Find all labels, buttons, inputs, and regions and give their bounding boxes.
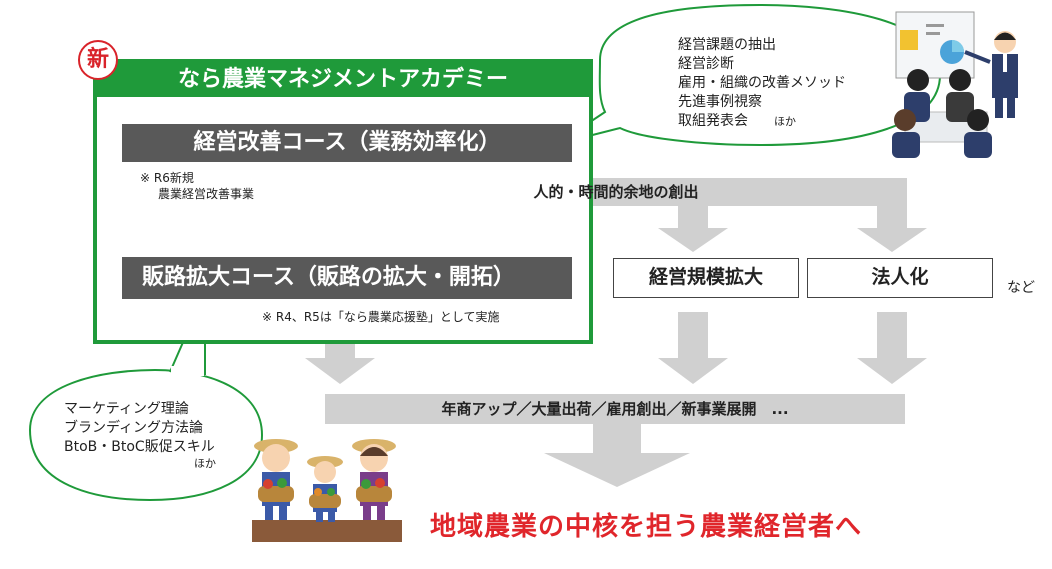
bubble-top-item: 雇用・組織の改善メソッド	[678, 75, 846, 91]
box-scale-expansion: 経営規模拡大	[613, 258, 799, 298]
bubble-top-item: 先進事例視察	[678, 94, 762, 110]
bottom-bar-shape	[325, 394, 905, 424]
final-goal: 地域農業の中核を担う農業経営者へ	[430, 512, 863, 542]
bubble-top-item: 経営診断	[678, 56, 734, 72]
bubble-left-shape	[28, 368, 264, 502]
course-management-improvement: 経営改善コース（業務効率化）	[122, 124, 572, 162]
box-incorporation: 法人化	[807, 258, 993, 298]
arrow-down-scale	[658, 206, 728, 252]
farmers-illustration	[252, 439, 402, 542]
arrow-down-corp	[857, 206, 927, 252]
etc-label: など	[1007, 280, 1035, 296]
note-r6-line1: ※ R6新規	[140, 171, 194, 185]
bubble-left-suffix: ほか	[194, 457, 216, 470]
bubble-left-item: ブランディング方法論	[64, 420, 204, 436]
bubble-left-item: BtoB・BtoC販促スキル	[64, 439, 215, 455]
bubble-left-text: マーケティング理論 ブランディング方法論 BtoB・BtoC販促スキル ほか	[64, 400, 216, 471]
bubble-top-suffix: ほか	[774, 115, 796, 128]
arrow-from-corp	[857, 312, 927, 384]
arrow-to-final	[544, 424, 690, 487]
note-r4r5: ※ R4、R5は「なら農業応援塾」として実施	[262, 310, 500, 324]
note-r6-line2: 農業経営改善事業	[158, 187, 255, 201]
academy-title: なら農業マネジメントアカデミー	[97, 63, 589, 97]
bubble-top-item: 経営課題の抽出	[678, 37, 776, 53]
arrow-from-scale	[658, 312, 728, 384]
note-r6: ※ R6新規 農業経営改善事業	[140, 170, 254, 202]
bubble-top-item: 取組発表会	[678, 113, 748, 129]
arrow-from-sales	[305, 334, 375, 384]
meeting-illustration	[892, 11, 1018, 158]
bubble-left-item: マーケティング理論	[64, 401, 189, 417]
bar-outcomes: 年商アップ／大量出荷／雇用創出／新事業展開 ...	[441, 400, 789, 418]
course-sales-expansion: 販路拡大コース（販路の拡大・開拓）	[122, 257, 572, 299]
bubble-top-text: 経営課題の抽出 経営診断 雇用・組織の改善メソッド 先進事例視察 取組発表会 ほか	[678, 36, 846, 131]
bar-creation-of-capacity: 人的・時間的余地の創出	[533, 183, 699, 201]
new-badge: 新	[78, 40, 118, 80]
